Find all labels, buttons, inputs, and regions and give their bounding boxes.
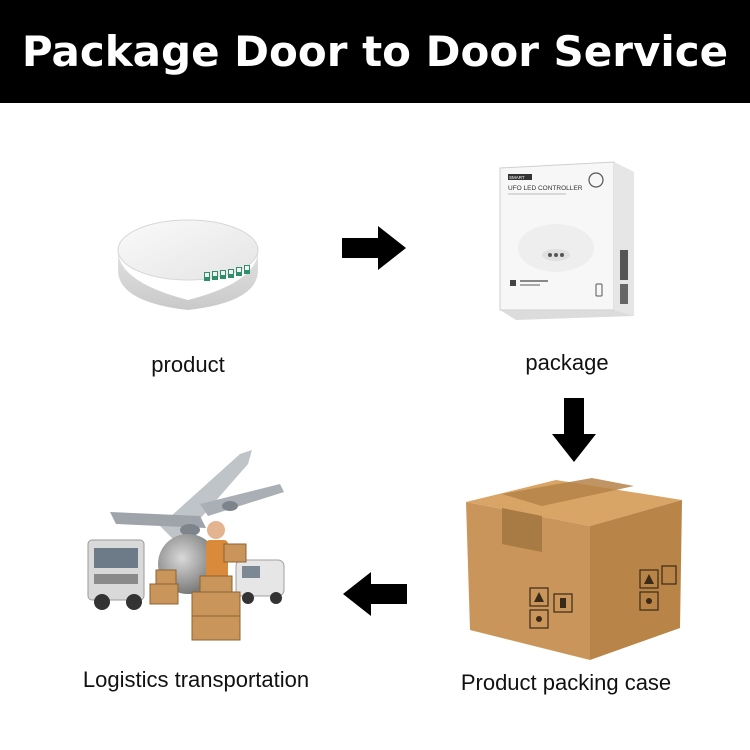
page-title: Package Door to Door Service xyxy=(21,27,729,76)
box-brand-text: SMART xyxy=(509,175,525,180)
van-icon xyxy=(235,559,285,604)
stacked-boxes-icon xyxy=(149,569,241,641)
step-label-logistics: Logistics transportation xyxy=(82,667,310,692)
left-arrow-icon xyxy=(341,570,409,618)
truck-icon xyxy=(87,539,145,610)
delivery-person-icon xyxy=(206,521,247,598)
package-image: SMART UFO LED CONTROLLER xyxy=(496,160,638,320)
cardboard-box-icon xyxy=(466,478,682,660)
step-label-package: package xyxy=(525,350,609,375)
led-controller-device-icon xyxy=(117,219,259,310)
box-model-text: UFO LED CONTROLLER xyxy=(508,185,583,192)
step-label-packing-case: Product packing case xyxy=(460,670,672,695)
step-label-product: product xyxy=(151,352,225,377)
logistics-collage-icon xyxy=(87,450,285,641)
product-image xyxy=(108,212,268,312)
header-banner: Package Door to Door Service xyxy=(0,0,750,103)
down-arrow-icon xyxy=(550,396,598,464)
product-box-icon: SMART UFO LED CONTROLLER xyxy=(499,161,634,320)
logistics-image xyxy=(80,444,290,644)
packing-case-image xyxy=(464,478,684,662)
right-arrow-icon xyxy=(340,224,408,272)
airplane-icon xyxy=(110,450,284,544)
